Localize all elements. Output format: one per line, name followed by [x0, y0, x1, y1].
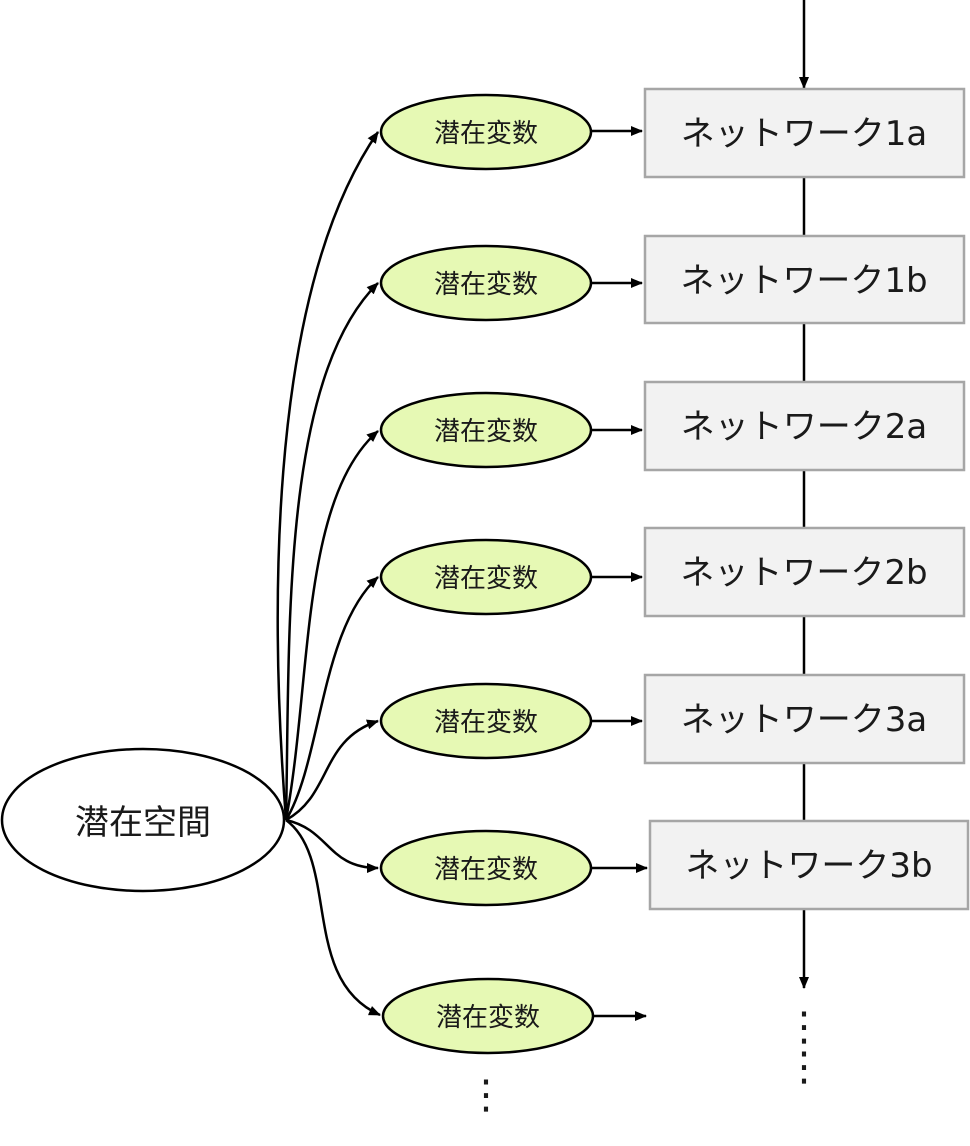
variable-to-network-arrows	[592, 126, 648, 1021]
latent-variable-node: 潜在変数	[379, 538, 593, 616]
network-box	[643, 87, 966, 179]
latent-space-connectors	[276, 131, 381, 1017]
latent-variable-node: 潜在変数	[379, 93, 593, 171]
network-label: ネットワーク2b	[680, 553, 927, 593]
network-label: ネットワーク1b	[680, 261, 927, 301]
latent-space-label: 潜在空間	[75, 803, 211, 843]
latent-space-ellipse	[0, 747, 286, 893]
network-node: ネットワーク3b	[648, 819, 970, 911]
connector-curve	[285, 818, 381, 1017]
latent-variable-node: 潜在変数	[379, 682, 593, 760]
latent-variable-ellipse	[379, 391, 593, 469]
networks-continuation-dots-2: ⋮	[784, 1044, 824, 1090]
network-node: ネットワーク2a	[643, 380, 966, 472]
network-label: ネットワーク1a	[681, 114, 927, 154]
network-nodes: ネットワーク1a ネットワーク1b ネットワーク2a ネットワーク2b ネットワ…	[643, 87, 970, 911]
connector-curve	[276, 131, 380, 821]
network-box	[643, 673, 966, 765]
network-box	[643, 234, 966, 325]
network-label: ネットワーク3b	[685, 846, 932, 886]
network-label: ネットワーク2a	[681, 407, 927, 447]
latent-variable-node: 潜在変数	[379, 244, 593, 322]
latent-variable-ellipse	[379, 538, 593, 616]
network-node: ネットワーク1a	[643, 87, 966, 179]
latent-variable-ellipse	[379, 244, 593, 322]
connector-curve	[285, 818, 379, 873]
latent-variable-label: 潜在変数	[434, 119, 538, 149]
latent-space-node: 潜在空間	[0, 747, 286, 893]
latent-variable-ellipse	[379, 829, 593, 907]
latent-variable-label: 潜在変数	[434, 855, 538, 885]
latent-variable-ellipse	[381, 977, 595, 1055]
networks-continuation-dots-1: ⋮	[784, 1004, 824, 1050]
latent-variable-node: 潜在変数	[379, 391, 593, 469]
latent-variable-label: 潜在変数	[434, 708, 538, 738]
latent-variable-ellipse	[379, 93, 593, 171]
latent-variable-label: 潜在変数	[434, 270, 538, 300]
network-box	[648, 819, 970, 911]
network-node: ネットワーク1b	[643, 234, 966, 325]
connector-curve	[285, 719, 379, 822]
latent-variable-nodes: 潜在変数 潜在変数 潜在変数 潜在変数 潜在変数 潜在変数 潜在変数	[379, 93, 595, 1055]
network-node: ネットワーク2b	[643, 526, 966, 618]
latent-variable-node: 潜在変数	[379, 829, 593, 907]
connector-curve	[284, 576, 379, 821]
connector-curve	[284, 430, 379, 821]
network-box	[643, 526, 966, 618]
network-node: ネットワーク3a	[643, 673, 966, 765]
latent-variable-ellipse	[379, 682, 593, 760]
latent-variable-label: 潜在変数	[436, 1003, 540, 1033]
latent-variable-label: 潜在変数	[434, 564, 538, 594]
network-box	[643, 380, 966, 472]
latent-variable-node: 潜在変数	[381, 977, 595, 1055]
latent-variable-label: 潜在変数	[434, 417, 538, 447]
connector-curve	[284, 282, 379, 821]
variables-continuation-dots: ⋮	[466, 1072, 506, 1118]
network-label: ネットワーク3a	[681, 700, 927, 740]
